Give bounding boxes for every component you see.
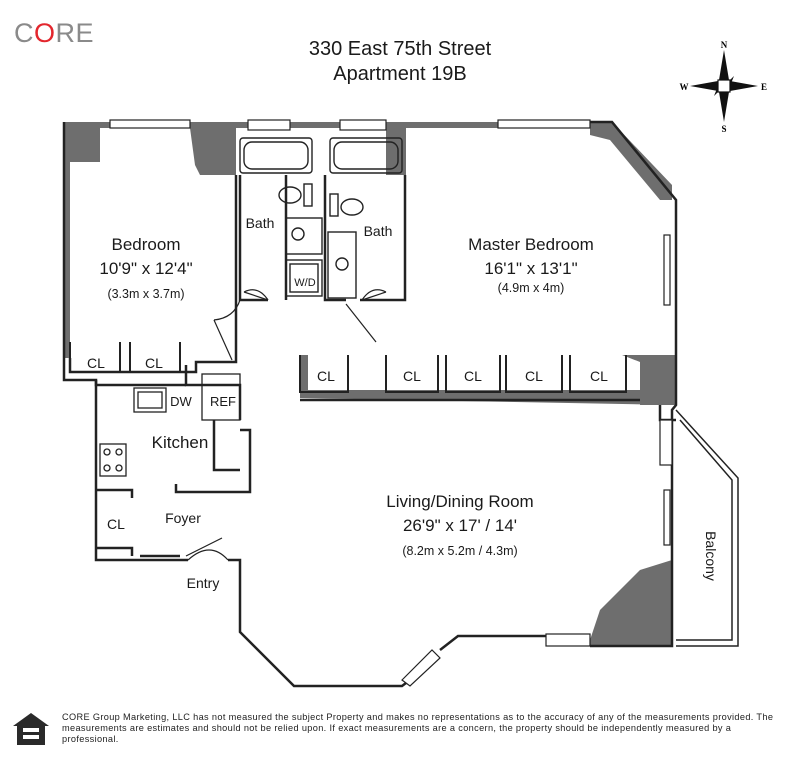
closet-label: CL — [107, 516, 125, 532]
master-bedroom-name: Master Bedroom — [468, 235, 594, 254]
closet-label: CL — [317, 368, 335, 384]
compass-w: W — [680, 82, 689, 92]
closets — [69, 342, 627, 393]
foyer-label: Foyer — [165, 510, 201, 526]
closet-label: CL — [403, 368, 421, 384]
closet-label: CL — [590, 368, 608, 384]
refrigerator-label: REF — [210, 394, 236, 409]
equal-housing-icon — [13, 713, 49, 745]
room-labels: Bedroom 10'9" x 12'4" (3.3m x 3.7m) Mast… — [87, 215, 719, 591]
balcony-label: Balcony — [703, 531, 719, 581]
wall-lines — [62, 120, 678, 688]
entry-label: Entry — [187, 575, 220, 591]
bath-label-2: Bath — [364, 223, 393, 239]
closet-label: CL — [145, 355, 163, 371]
compass-s: S — [721, 124, 726, 134]
address-title: 330 East 75th Street — [308, 38, 492, 60]
windows — [109, 119, 673, 687]
washer-dryer-label: W/D — [294, 277, 315, 289]
kitchen-name: Kitchen — [152, 433, 209, 452]
apartment-title: Apartment 19B — [333, 63, 467, 85]
closet-label: CL — [464, 368, 482, 384]
bath-label-1: Bath — [246, 215, 275, 231]
dishwasher-label: DW — [170, 394, 192, 409]
bedroom-metric: (3.3m x 3.7m) — [107, 287, 184, 301]
compass-icon: N S W E — [680, 40, 768, 134]
living-room-dims: 26'9" x 17' / 14' — [403, 516, 517, 535]
core-logo: CORE — [14, 18, 95, 48]
compass-n: N — [721, 40, 728, 50]
closet-label: CL — [87, 355, 105, 371]
living-room-metric: (8.2m x 5.2m / 4.3m) — [402, 544, 517, 558]
living-room-name: Living/Dining Room — [386, 492, 533, 511]
balcony-outline — [675, 409, 739, 647]
bedroom-name: Bedroom — [112, 235, 181, 254]
disclaimer-text: CORE Group Marketing, LLC has not measur… — [62, 712, 774, 744]
doors — [185, 289, 387, 561]
master-bedroom-metric: (4.9m x 4m) — [498, 281, 565, 295]
bath-fixtures — [239, 137, 403, 299]
closet-label: CL — [525, 368, 543, 384]
kitchen-appliances — [99, 373, 241, 477]
compass-e: E — [761, 82, 767, 92]
master-bedroom-dims: 16'1" x 13'1" — [484, 259, 577, 278]
bedroom-dims: 10'9" x 12'4" — [99, 259, 192, 278]
